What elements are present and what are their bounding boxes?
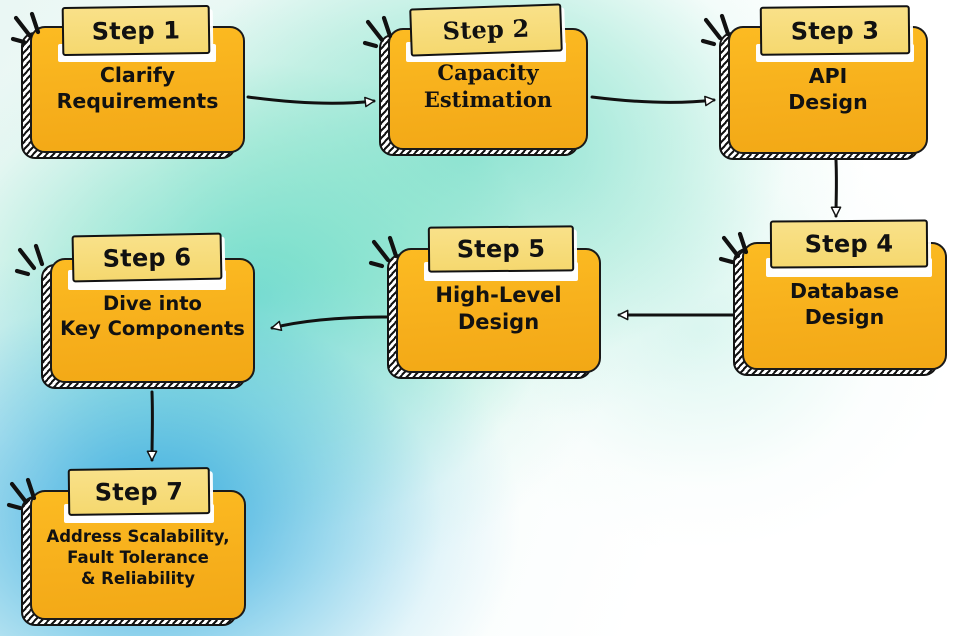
step-body-text: Address Scalability, Fault Tolerance & R…	[34, 526, 242, 589]
step-label-tab: Step 5	[427, 225, 575, 273]
step-node-3[interactable]: Step 3 API Design	[719, 5, 928, 160]
step-body-text: High-Level Design	[400, 282, 597, 336]
step-label-tab: Step 7	[67, 467, 211, 516]
step-body-line: & Reliability	[81, 569, 195, 589]
step-label-text: Step 3	[790, 16, 880, 45]
step-body-text: API Design	[732, 63, 924, 115]
step-body-line: Clarify	[99, 63, 176, 87]
step-body-line: Estimation	[423, 86, 553, 112]
step-label-tab: Step 4	[769, 219, 929, 269]
step-body-line: Design	[457, 309, 540, 334]
step-label-text: Step 6	[102, 242, 192, 273]
step-body-line: Design	[804, 305, 885, 330]
step-body-text: Dive into Key Components	[54, 292, 251, 342]
step-label-tab: Step 1	[61, 4, 211, 57]
connector-step5-step6	[270, 315, 390, 332]
step-body-line: Design	[788, 90, 868, 115]
step-body-line: Fault Tolerance	[67, 548, 209, 568]
step-label-text: Step 2	[442, 13, 530, 46]
step-label-tab: Step 6	[71, 232, 223, 283]
step-body-line: Key Components	[60, 316, 245, 340]
step-node-4[interactable]: Step 4 Database Design	[733, 219, 947, 376]
connector-step1-step2	[246, 95, 376, 108]
step-body-line: Capacity	[437, 60, 539, 85]
step-label-tab: Step 2	[409, 3, 563, 57]
step-body-text: Capacity Estimation	[392, 60, 584, 114]
step-body-line: High-Level	[435, 283, 562, 307]
step-body-line: Requirements	[56, 89, 219, 114]
step-body-line: API	[808, 64, 848, 88]
step-body-text: Database Design	[746, 278, 943, 330]
connector-step2-step3	[590, 95, 716, 107]
step-node-1[interactable]: Step 1 Clarify Requirements	[21, 4, 245, 159]
step-node-5[interactable]: Step 5 High-Level Design	[387, 225, 601, 379]
step-body-line: Address Scalability,	[46, 527, 230, 546]
step-body-line: Database	[789, 279, 900, 303]
step-node-6[interactable]: Step 6 Dive into Key Components	[41, 232, 255, 389]
step-label-text: Step 4	[804, 229, 894, 259]
step-label-text: Step 5	[456, 234, 546, 264]
step-label-text: Step 1	[91, 15, 181, 46]
step-label-text: Step 7	[94, 476, 184, 507]
step-body-line: Dive into	[103, 292, 202, 315]
step-node-7[interactable]: Step 7 Address Scalability, Fault Tolera…	[21, 467, 246, 626]
step-body-text: Clarify Requirements	[34, 62, 241, 114]
step-node-2[interactable]: Step 2 Capacity Estimation	[379, 3, 588, 156]
step-label-tab: Step 3	[759, 5, 911, 56]
